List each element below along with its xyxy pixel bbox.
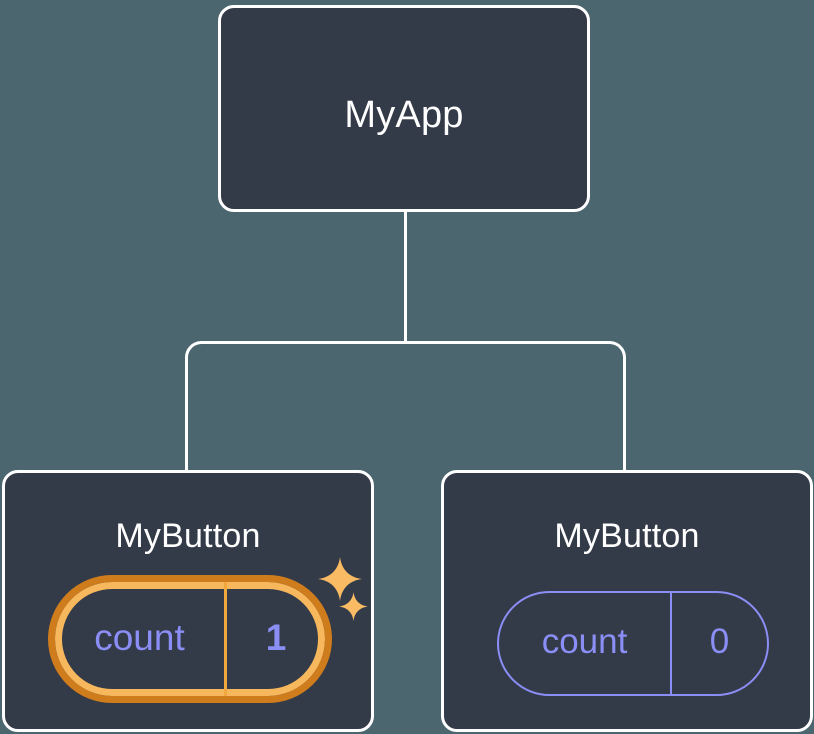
component-node-title: MyApp — [344, 94, 464, 136]
component-node-title: MyButton — [115, 517, 261, 555]
component-node-mybutton-right[interactable]: MyButton count 0 — [441, 470, 813, 732]
component-node-myapp[interactable]: MyApp — [218, 5, 590, 212]
state-pill-value: 1 — [265, 616, 287, 658]
state-pill-value: 0 — [709, 622, 730, 661]
state-pill-highlighted[interactable]: count 1 — [48, 575, 332, 703]
connector-branch-left — [185, 341, 406, 470]
state-pill-label: count — [55, 582, 227, 696]
state-pill-label: count — [499, 593, 672, 694]
component-node-title: MyButton — [554, 517, 700, 555]
component-node-mybutton-left[interactable]: MyButton count 1 — [2, 470, 374, 732]
connector-branch-right — [405, 341, 626, 470]
state-pill[interactable]: count 0 — [497, 591, 769, 696]
